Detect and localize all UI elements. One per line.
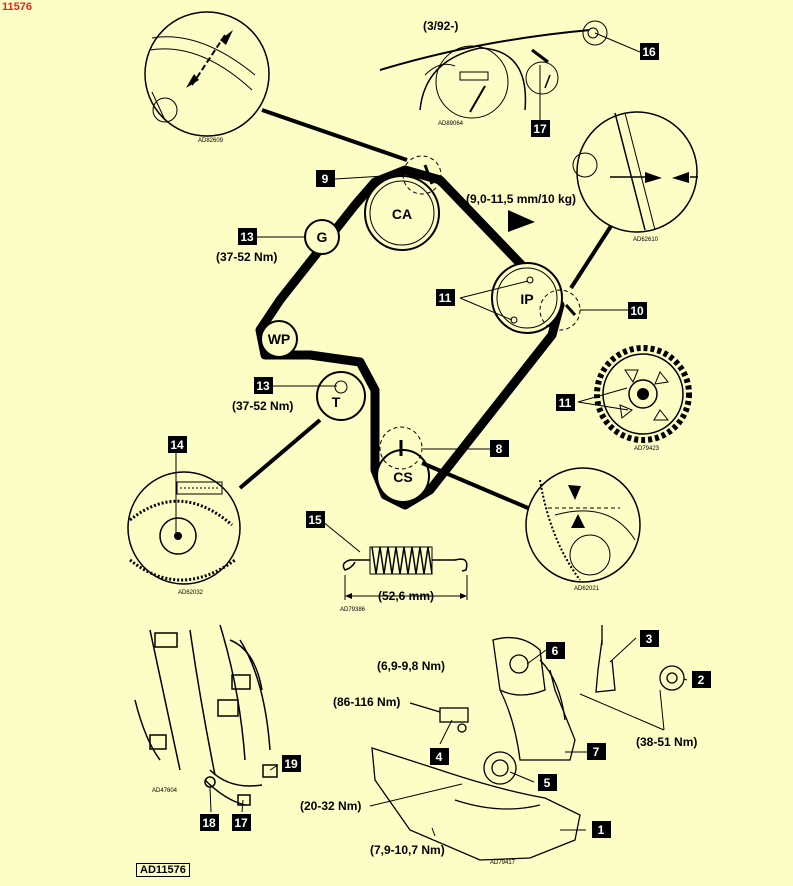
crankshaft-pulley: CS [376,449,430,503]
tensioner-pulley: T [316,371,366,421]
cover-torque-6: (6,9-9,8 Nm) [377,659,445,673]
callout-10: 10 [630,304,644,318]
engine-covers [371,625,685,861]
callout-12: 13 [240,230,254,244]
guide-pulley-label: G [317,229,328,245]
callout-17: 17 [234,816,248,830]
dashboard-code: AD89064 [438,121,464,127]
model-year-label: (3/92-) [423,19,458,33]
torque-5: (20-32 Nm) [300,799,361,813]
ca-mark-circle [402,155,442,195]
callout-11-gear: 11 [559,396,572,410]
injection-pump-gear: AD79423 [594,345,692,452]
callout-16: 17 [533,122,547,136]
tensioner-torque: (37-52 Nm) [232,399,293,413]
callout-13-belt: 13 [256,379,270,393]
detail-top-left: AD82609 [144,11,270,144]
guide-pulley-torque: (37-52 Nm) [216,250,277,264]
detail-right-top-code: AD62610 [633,237,659,243]
water-pump-pulley-label: WP [268,331,291,347]
callout-8: 8 [496,442,503,456]
tensioner-pulley-label: T [332,394,341,410]
callout-5: 5 [544,776,551,790]
callout-19: 19 [284,757,298,771]
callout-13-detail: 14 [170,438,184,452]
covers-code: AD79417 [490,860,516,866]
detail-tensioner: AD62032 [127,471,241,596]
dashboard-illustration: AD89064 [379,20,608,127]
callout-9: 9 [322,172,329,186]
guide-pulley: G [304,219,340,255]
spring-code: AD79386 [340,607,366,613]
injection-pump-pulley-label: IP [520,291,533,307]
injection-pump-pulley: IP [491,262,563,334]
harness-code: AD47604 [152,788,178,794]
crankshaft-pulley-label: CS [393,469,412,485]
callout-18: 18 [202,816,216,830]
leader-lines [175,32,688,837]
camshaft-pulley-label: CA [392,206,412,222]
callout-6: 6 [552,644,559,658]
gear-code: AD79423 [634,446,660,452]
detail-top-left-code: AD82609 [198,138,224,144]
callout-7: 7 [593,745,600,759]
callout-2: 2 [698,673,705,687]
torque-4: (86-116 Nm) [333,695,400,709]
reference-code: 11576 [2,1,32,13]
camshaft-pulley: CA [364,175,440,251]
water-pump-pulley: WP [260,320,298,358]
callout-15: 16 [642,45,656,59]
figure-code: AD11576 [136,863,190,877]
detail-right-bottom: AD62021 [525,467,641,592]
callout-3: 3 [646,632,653,646]
tensioner-spring: AD79386 [340,546,468,613]
belt-tension-spec: (9,0-11,5 mm/10 kg) [466,192,576,206]
torque-2-3: (38-51 Nm) [636,735,697,749]
detail-right-top: AD62610 [572,111,698,243]
callout-11-pulley: 11 [439,291,452,305]
torque-1: (7,9-10,7 Nm) [370,843,445,857]
callout-boxes: 9 13 11 10 13 11 8 14 15 16 17 6 3 2 4 7… [168,43,711,838]
spring-length-spec: (52,6 mm) [378,589,434,603]
callout-14: 15 [308,513,322,527]
wiring-harness [134,624,278,806]
detail-right-bottom-code: AD62021 [574,586,600,592]
callout-1: 1 [598,823,605,837]
cs-mark-circle [379,426,423,470]
detail-tensioner-code: AD62032 [178,590,204,596]
tension-direction-arrow [508,210,535,232]
callout-4: 4 [436,750,443,764]
